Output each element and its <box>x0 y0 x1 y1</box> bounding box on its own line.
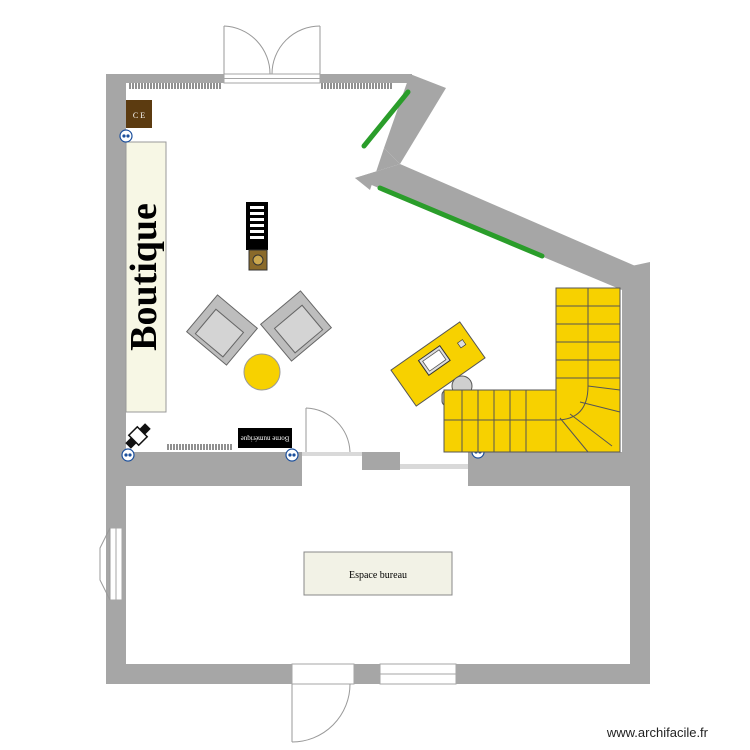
staircase <box>443 287 621 453</box>
wall-right-upper <box>622 268 650 468</box>
windows <box>109 73 468 685</box>
green-window-lower <box>377 185 545 259</box>
stair-tread <box>559 417 589 453</box>
walls <box>106 74 650 684</box>
borne-numerique-sign <box>238 428 292 448</box>
bureau-zone <box>303 551 453 596</box>
outlet-icon <box>285 448 299 462</box>
wall-top-left <box>106 74 224 83</box>
bureau-label: Espace bureau <box>349 570 407 581</box>
passage-middle <box>400 464 468 469</box>
wall-bottom-mid <box>354 664 380 684</box>
phone-icon <box>125 423 151 449</box>
wall-middle-stub <box>362 452 400 470</box>
wall-left-upper <box>106 74 126 486</box>
outlet-icon <box>121 448 135 462</box>
watermark[interactable]: www.archifacile.fr <box>606 725 708 740</box>
wall-right-lower <box>630 486 650 684</box>
armchair-left <box>185 294 259 366</box>
wall-bottom-left <box>106 664 292 684</box>
ce-box <box>126 100 152 128</box>
boutique-label: Boutique <box>123 203 165 351</box>
radiator-bottom <box>167 444 232 450</box>
borne-numerique-label: Borne numérique <box>241 434 290 442</box>
ce-label: C E <box>133 111 145 120</box>
outlet-icon <box>119 129 133 143</box>
wall-bottom-right <box>456 664 650 684</box>
entrance-door <box>291 663 355 743</box>
stair-tread <box>569 413 613 447</box>
green-windows <box>361 89 545 259</box>
wall-diagonal-long <box>355 164 640 290</box>
left-window-casement <box>99 527 111 601</box>
display-rack <box>246 202 268 271</box>
wall-corner-ne <box>622 262 650 292</box>
outlets <box>119 129 485 462</box>
stair-tread <box>579 401 621 413</box>
wall-diagonal-ne <box>384 74 446 164</box>
interior-door <box>302 407 362 456</box>
round-table <box>243 353 281 391</box>
top-double-door <box>223 25 321 75</box>
green-window-upper <box>361 89 411 149</box>
desk <box>390 321 486 407</box>
stair-tread <box>587 385 621 391</box>
wall-top-right <box>320 74 412 83</box>
radiators <box>129 83 392 450</box>
armchair-right <box>259 290 333 362</box>
wall-middle-left <box>106 452 302 486</box>
boutique-board <box>125 141 167 413</box>
radiator-top-right <box>321 83 392 89</box>
radiator-top-left <box>129 83 221 89</box>
wall-middle-right <box>468 452 650 486</box>
